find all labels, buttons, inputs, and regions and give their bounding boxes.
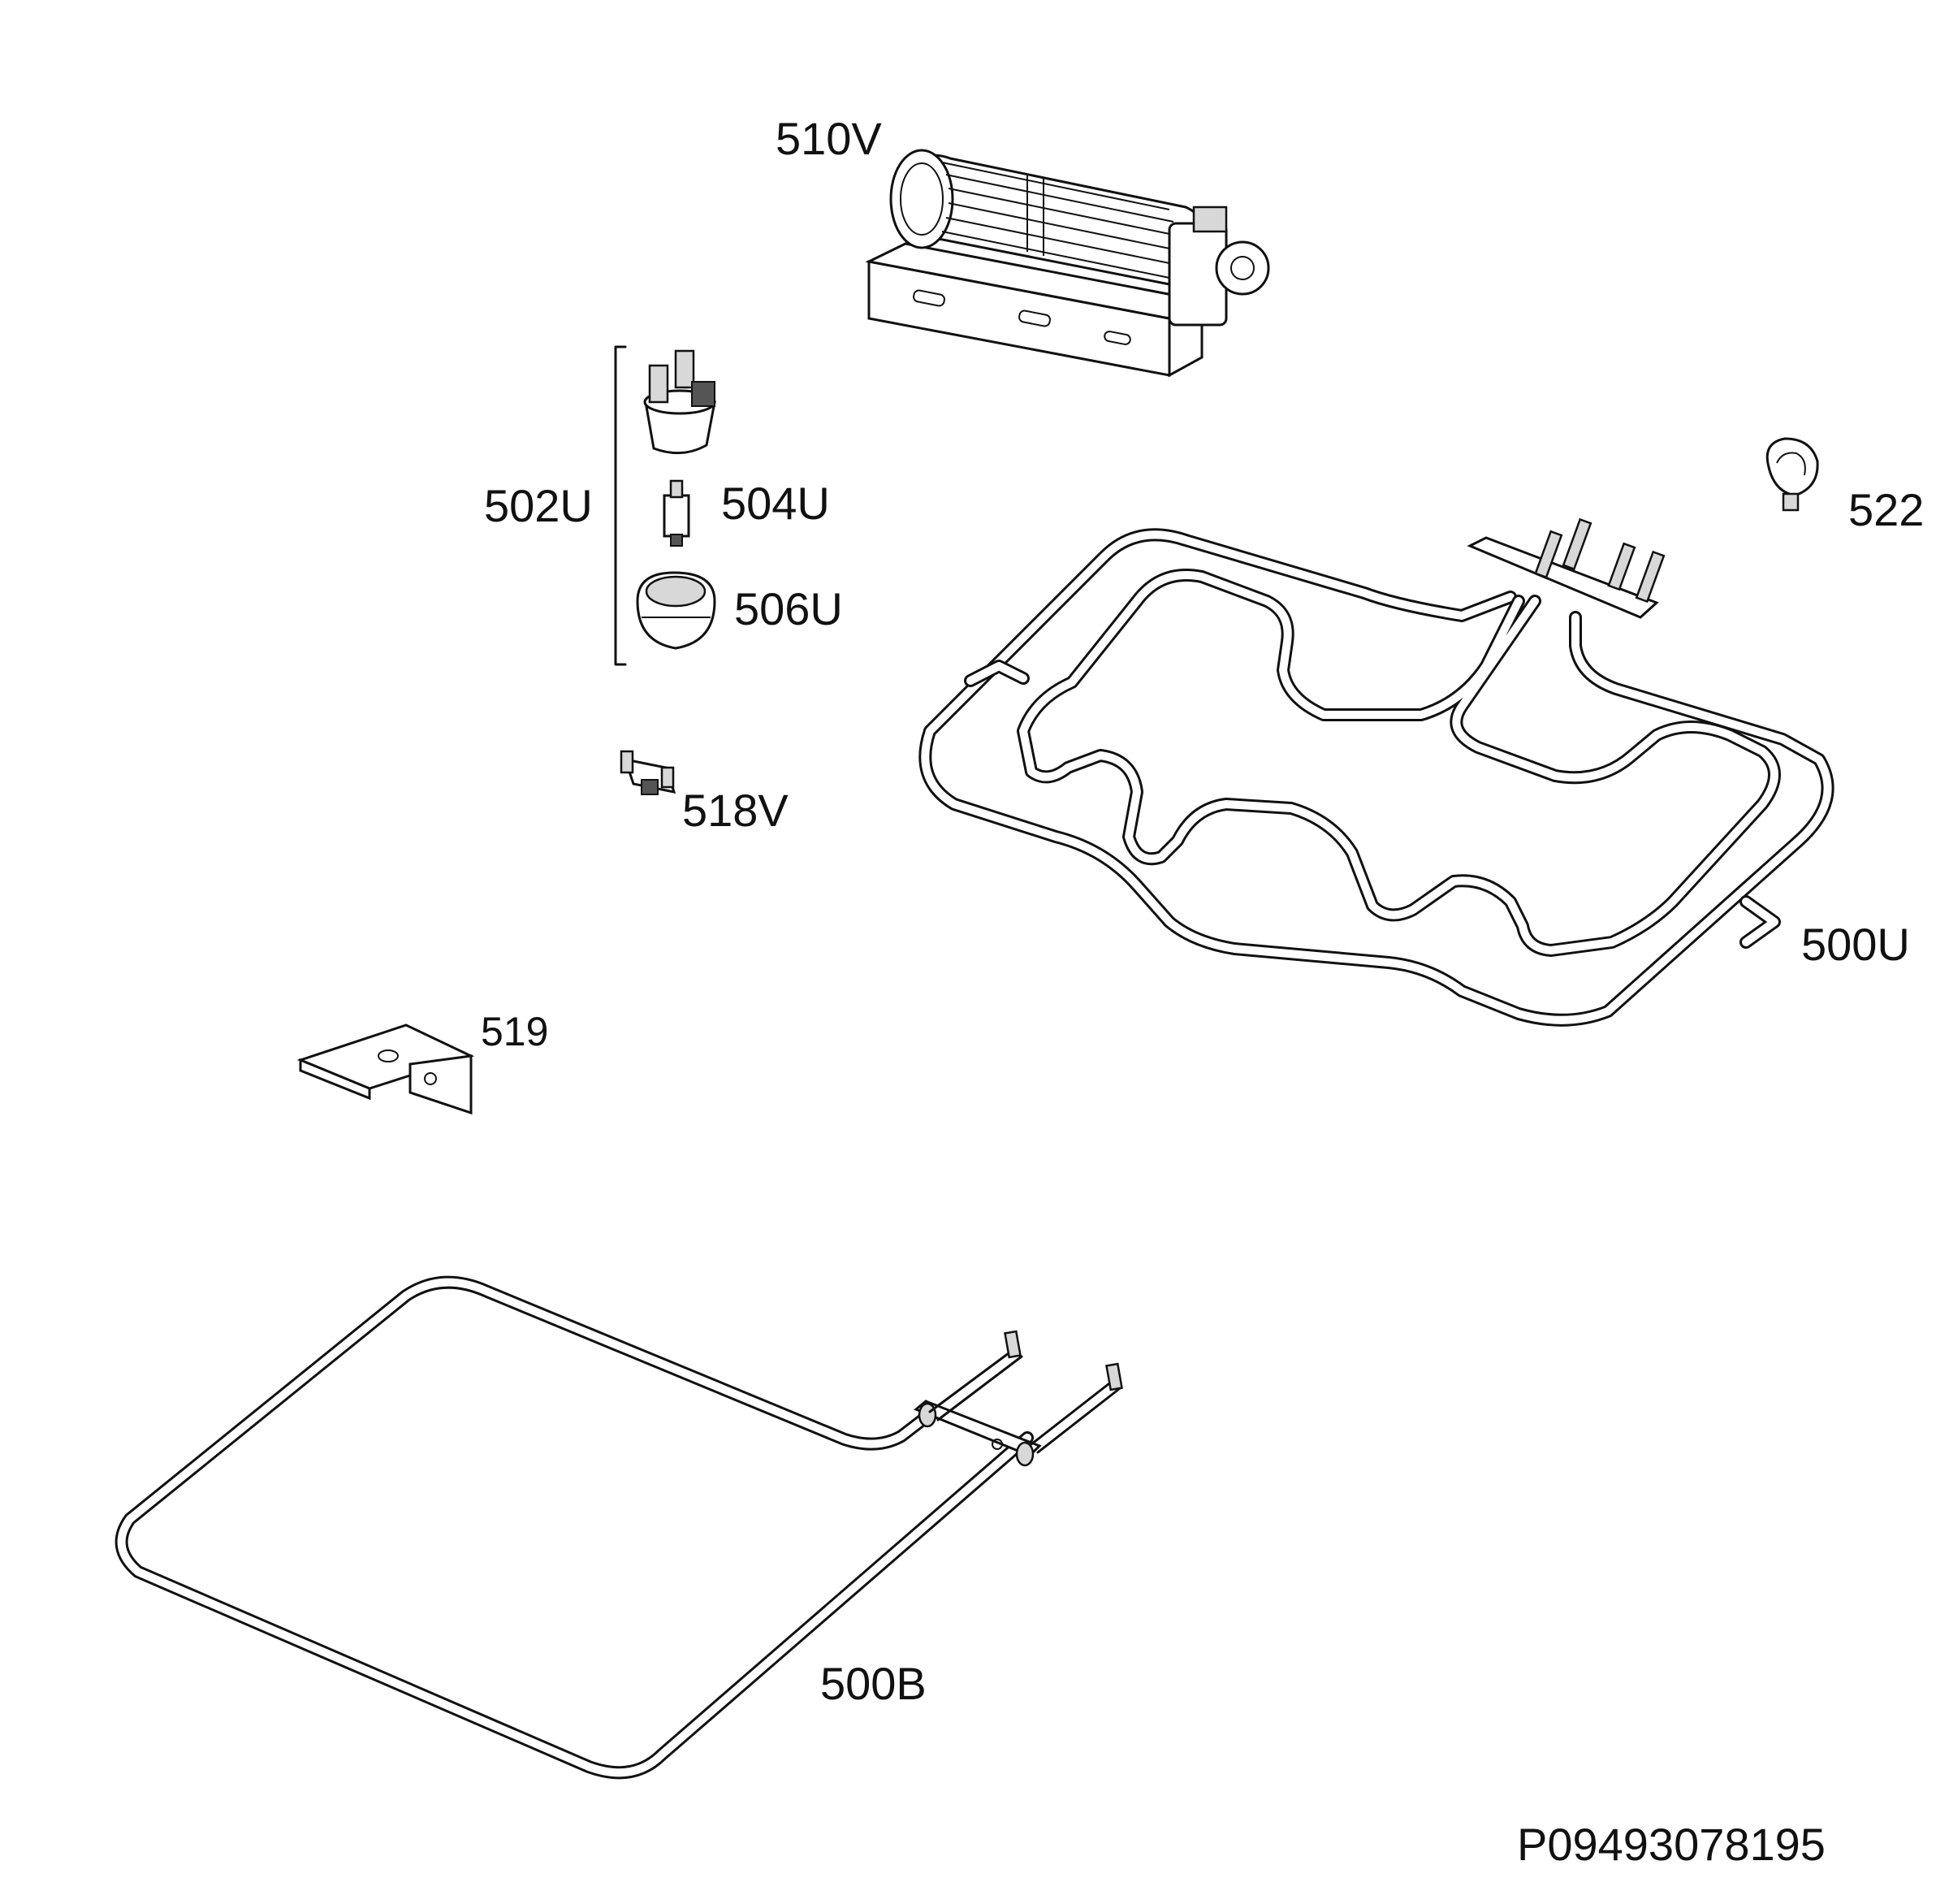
top-heating-element-part [918, 517, 1834, 1027]
label-lamp-cover: 506U [734, 583, 843, 634]
label-thermostat-group: 502U [484, 480, 593, 531]
thermal-fuse-part [620, 750, 676, 795]
bottom-heating-element-part [115, 1275, 1123, 1780]
label-fan: 510V [776, 113, 882, 164]
label-top-element: 500U [1801, 919, 1910, 970]
drawing-number: P09493078195 [1517, 1819, 1826, 1870]
label-clip: 522 [1848, 484, 1925, 535]
lamp-cover-part [636, 571, 716, 650]
mounting-bracket-part [296, 1023, 475, 1115]
label-bracket: 519 [481, 1009, 549, 1054]
tangential-fan-part [865, 149, 1270, 378]
clip-part [1765, 437, 1819, 512]
label-lamp-holder: 504U [721, 478, 830, 529]
lamp-holder-part [663, 479, 690, 547]
thermostat-part [643, 349, 716, 455]
group-bracket-502U [614, 345, 627, 666]
label-bottom-element: 500B [820, 1658, 927, 1709]
label-thermal-fuse: 518V [682, 785, 789, 836]
